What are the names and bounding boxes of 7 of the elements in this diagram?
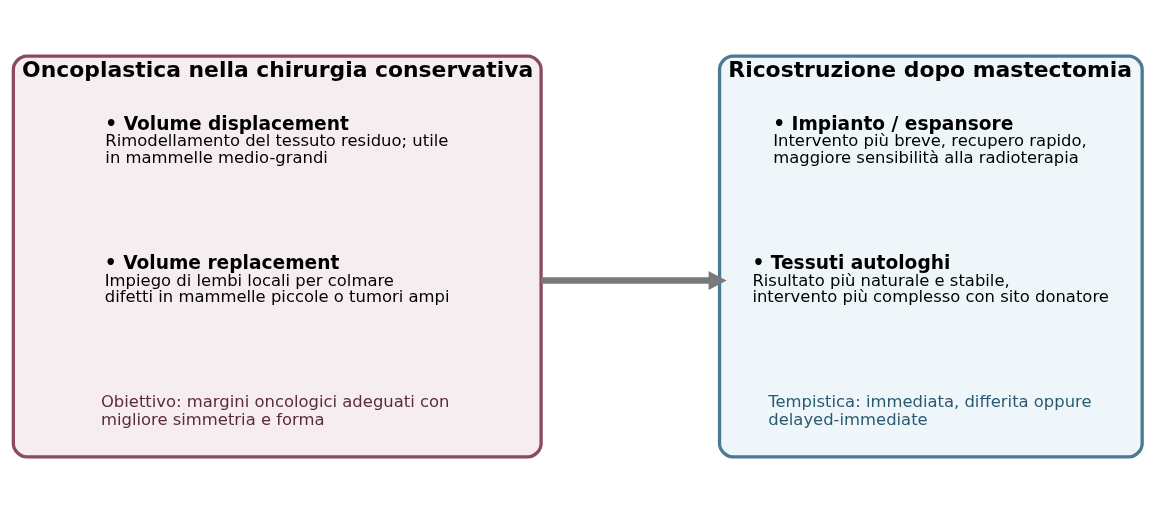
node-text: Obiettivo: margini oncologici adeguati con migliore simmetria e forma bbox=[100, 391, 450, 429]
node-text: • Volume replacement Impiego di lembi locali per colmare difetti in mammelle piccole o tumori ampi bbox=[104, 251, 450, 306]
node-text: • Tessuti autologhi Risultato più naturale e stabile, intervento più complesso con sito donatore bbox=[752, 251, 1109, 306]
node-text: • Volume displacement Rimodellamento del tessuto residuo; utile in mammelle medio-grandi bbox=[105, 112, 449, 167]
arrow bbox=[541, 270, 727, 290]
node-text: • Impianto / espansore Intervento più breve, recupero rapido, maggiore sensibilità alla radioterapia bbox=[773, 112, 1087, 167]
node-text: Tempistica: immediata, differita oppure delayed-immediate bbox=[768, 391, 1092, 429]
